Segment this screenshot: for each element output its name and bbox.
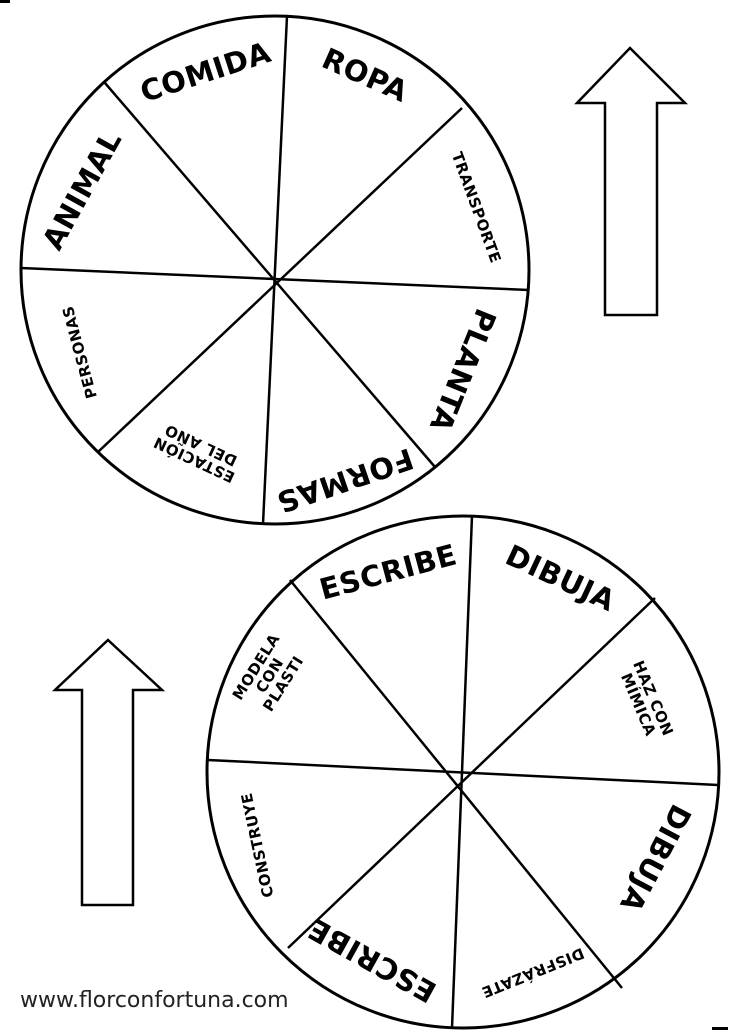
arrow-up-icon [51,638,166,907]
wheel-bottom-spoke [289,579,623,989]
wheel-top-spoke [104,82,436,468]
wheel-top-spoke [20,266,530,292]
wheel-bottom-spoke [207,758,719,787]
wheel-bottom-spoke [287,597,656,949]
crop-mark-bottom-right [712,1027,728,1030]
wheel-bottom-circle [205,514,721,1030]
wheel-bottom [205,514,721,1030]
wheel-top [19,14,531,526]
wheel-top-circle [19,14,531,526]
wheel-top-spoke [261,15,289,525]
wheel-top-spoke [97,107,463,453]
crop-mark-top-left [0,0,10,3]
website-url: www.florconfortuna.com [20,988,289,1013]
arrow-up-icon [574,46,689,317]
